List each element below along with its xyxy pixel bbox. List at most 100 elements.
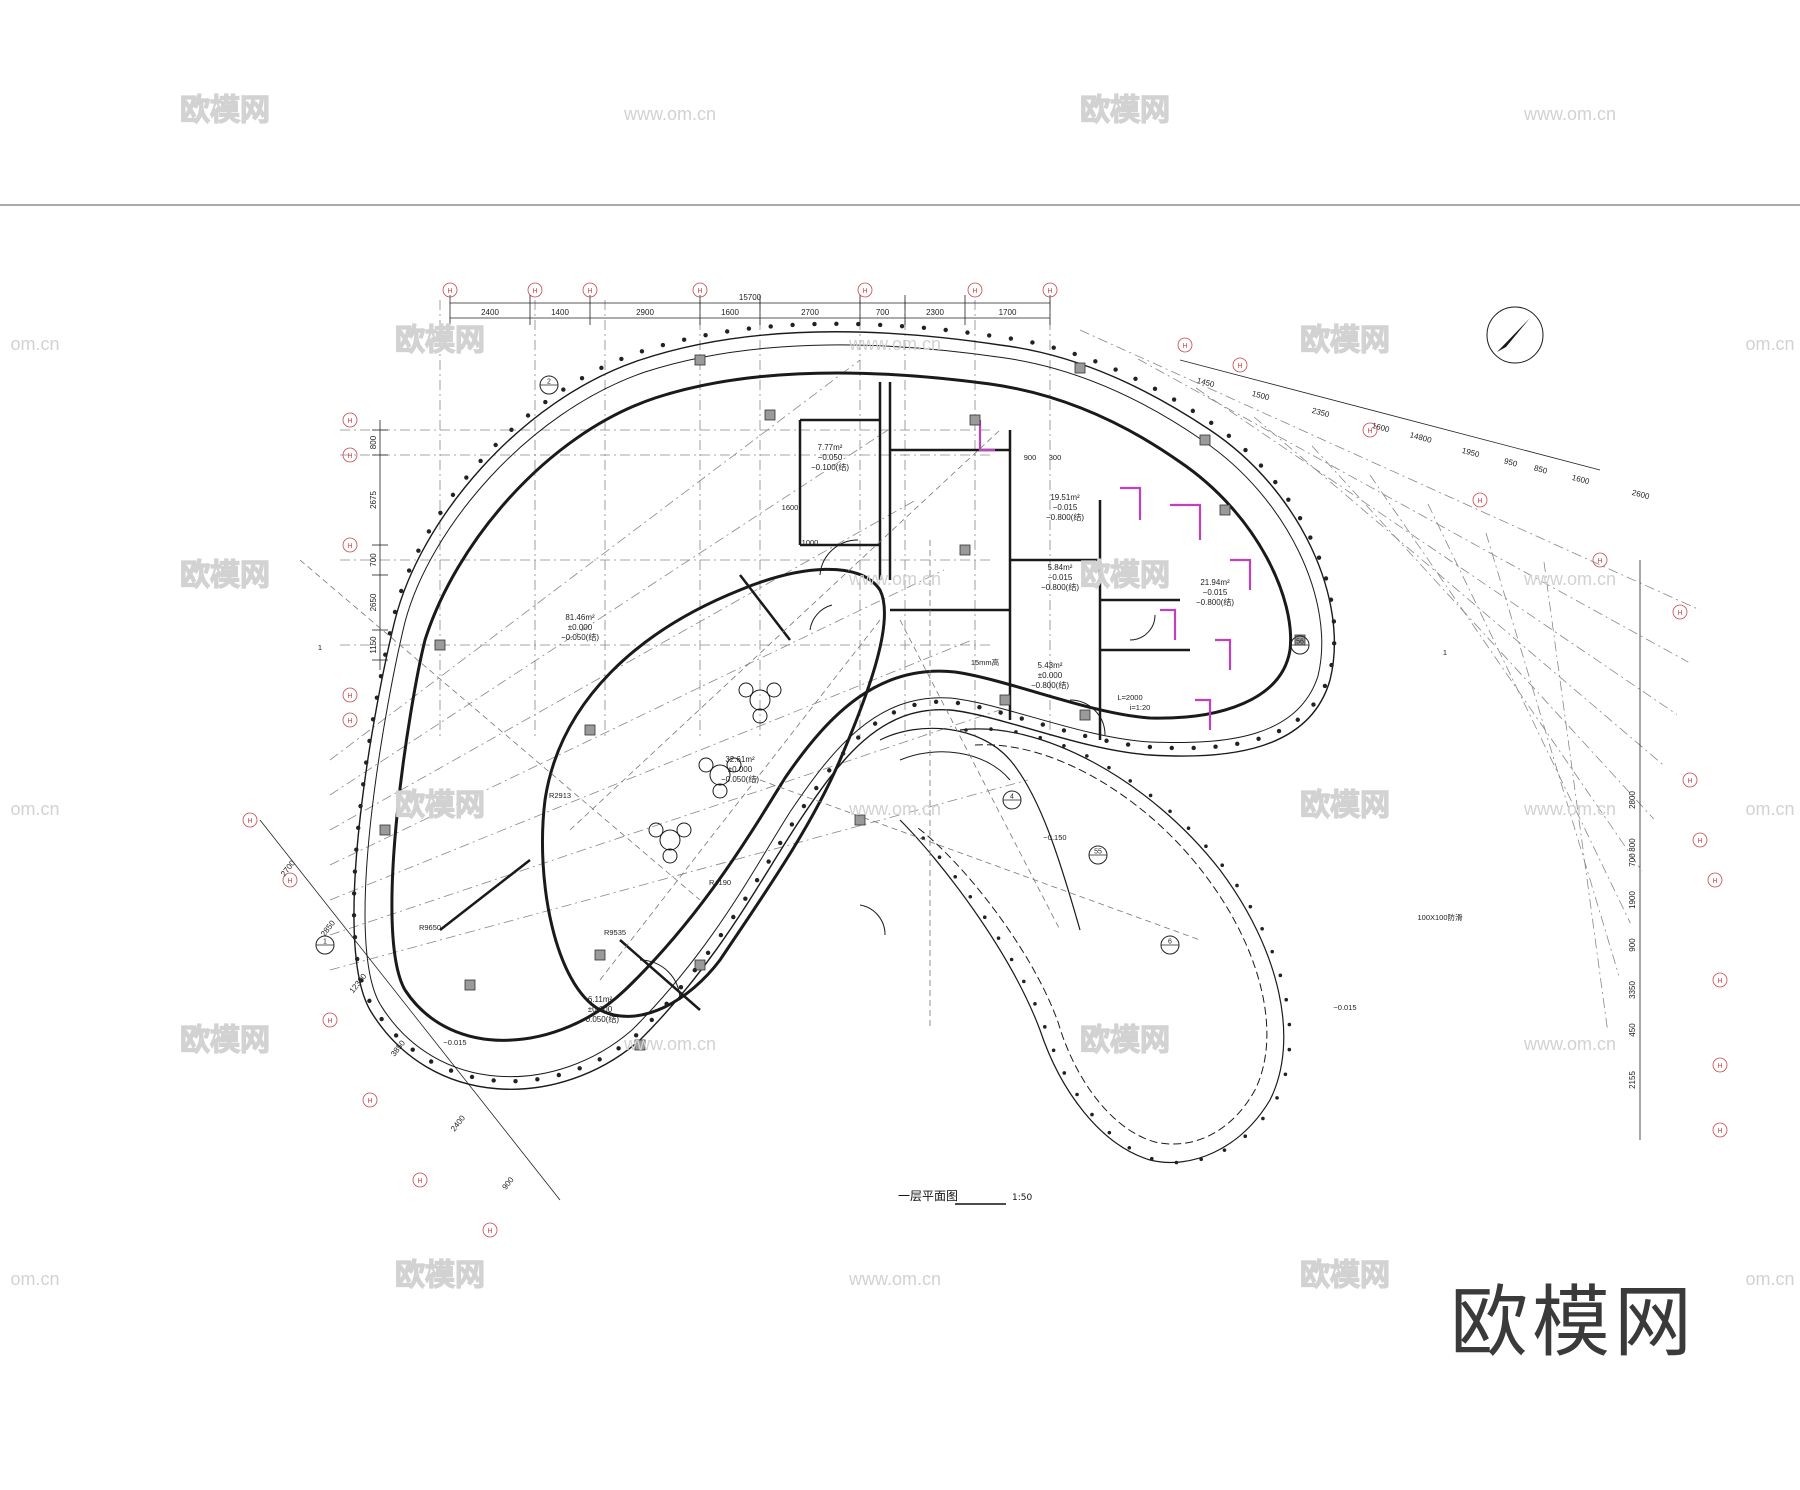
- axis-bubble-label: H: [1697, 838, 1702, 845]
- room-label: 81.46m²±0.000−0.050(结): [561, 613, 599, 642]
- detail-marker: [943, 327, 948, 333]
- detail-marker: [964, 728, 968, 732]
- room-label: 32.61m²±0.000−0.050(结): [721, 755, 759, 784]
- detail-marker: [777, 840, 783, 846]
- table-groups: [648, 682, 782, 864]
- url-watermark-text: www.om.cn: [623, 1034, 716, 1054]
- room-area: 19.51m²: [1050, 493, 1080, 502]
- brand-watermark-text: 欧模网: [395, 788, 485, 823]
- structural-columns: [379, 354, 1306, 1051]
- top-dimension-label: 1400: [551, 308, 569, 317]
- axis-bubble: [1692, 832, 1708, 848]
- detail-marker: [1113, 367, 1118, 372]
- detail-marker: [827, 768, 832, 773]
- detail-marker: [1328, 597, 1334, 602]
- axis-bubble: [692, 282, 708, 298]
- detail-marker: [509, 427, 514, 433]
- detail-marker: [921, 325, 927, 331]
- detail-marker: [705, 950, 711, 956]
- right-dimension-label: 950: [1503, 457, 1519, 469]
- axis-bubble-label: H: [1182, 343, 1187, 350]
- brand-watermark-text: 欧模网: [180, 558, 270, 593]
- detail-marker: [1107, 1130, 1112, 1135]
- detail-marker: [1243, 1134, 1248, 1139]
- axis-bubble: [527, 282, 543, 298]
- annotation-label: 100X100防滑: [1417, 912, 1463, 922]
- axis-bubble: [1472, 492, 1488, 508]
- detail-marker: [355, 956, 360, 962]
- detail-marker: [1283, 1072, 1288, 1077]
- url-watermark-text: www.om.cn: [848, 799, 941, 819]
- room-label: 21.94m²−0.015−0.800(结): [1196, 578, 1234, 607]
- detail-marker: [428, 1059, 434, 1064]
- room-structure-level: −0.800(结): [1046, 512, 1084, 522]
- axis-bubble-label: H: [1047, 288, 1052, 295]
- detail-marker: [1287, 1022, 1292, 1027]
- room-structure-level: −0.800(结): [1196, 597, 1234, 607]
- brand-watermark-text: 欧模网: [1080, 1023, 1170, 1058]
- axis-bubble: [322, 1012, 338, 1028]
- detail-marker: [1019, 716, 1024, 721]
- detail-marker: [834, 321, 839, 327]
- axis-bubble-label: H: [1477, 498, 1482, 505]
- detail-marker: [561, 387, 566, 392]
- detail-marker: [1323, 576, 1329, 581]
- detail-marker: [1030, 340, 1035, 345]
- room-structure-level: −0.050(结): [561, 632, 599, 642]
- axis-bubble: [1707, 872, 1723, 888]
- detail-marker: [354, 847, 359, 852]
- annotation-label: 900: [1024, 453, 1037, 462]
- detail-marker: [619, 356, 624, 362]
- detail-marker: [1213, 744, 1218, 749]
- axis-bubble: [1672, 604, 1688, 620]
- inner-wall: [390, 371, 1293, 1042]
- brand-watermark: 欧模网: [1449, 1278, 1696, 1368]
- detail-marker: [351, 913, 357, 918]
- detail-marker: [370, 717, 376, 722]
- axis-bubble-label: H: [972, 288, 977, 295]
- detail-marker: [1168, 809, 1172, 814]
- room-structure-level: −0.800(结): [1041, 582, 1079, 592]
- detail-marker: [724, 329, 730, 334]
- axis-bubble-label: H: [347, 453, 352, 460]
- detail-marker: [1014, 730, 1018, 734]
- column: [1219, 504, 1231, 516]
- detail-marker: [1286, 497, 1291, 502]
- top-dimension-label: 2400: [481, 308, 499, 317]
- detail-marker: [406, 568, 412, 573]
- axis-bubble-label: H: [327, 1018, 332, 1025]
- lower-right-loop: [899, 728, 1285, 1164]
- detail-marker: [1270, 949, 1275, 954]
- chair: [676, 822, 692, 838]
- axis-bubble: [342, 712, 358, 728]
- construction-lines: [299, 429, 1201, 1030]
- room-label: 19.51m²−0.015−0.800(结): [1046, 493, 1084, 522]
- detail-marker: [1222, 1148, 1227, 1152]
- room-level: ±0.000: [568, 623, 593, 632]
- url-watermark-text: www.om.cn: [848, 1269, 941, 1289]
- detail-marker: [1152, 386, 1158, 391]
- url-watermark-text: www.om.cn: [623, 104, 716, 124]
- room-level: ±0.000: [728, 765, 753, 774]
- detail-marker: [491, 1078, 496, 1083]
- brand-watermark-text: 欧模网: [395, 1258, 485, 1293]
- detail-marker: [1278, 973, 1283, 978]
- detail-marker: [754, 878, 760, 883]
- right-dimension-label: 2600: [1631, 488, 1651, 501]
- column: [434, 639, 446, 651]
- right-dimension-label: 1900: [1628, 891, 1637, 909]
- chair: [766, 682, 782, 698]
- detail-marker: [1033, 1002, 1037, 1006]
- room-structure-level: −0.050(结): [721, 774, 759, 784]
- axis-bubble-label: H: [487, 1228, 492, 1235]
- detail-marker: [1190, 408, 1196, 414]
- top-dimension-label: 2900: [636, 308, 654, 317]
- detail-marker: [790, 322, 795, 328]
- annotation-label: 1600: [782, 503, 799, 512]
- detail-reference-number: 2: [547, 379, 551, 386]
- detail-marker: [1082, 733, 1088, 739]
- detail-marker: [1133, 376, 1138, 381]
- detail-marker: [1072, 351, 1077, 357]
- axis-bubble: [342, 447, 358, 463]
- axis-grid: [329, 300, 1701, 1028]
